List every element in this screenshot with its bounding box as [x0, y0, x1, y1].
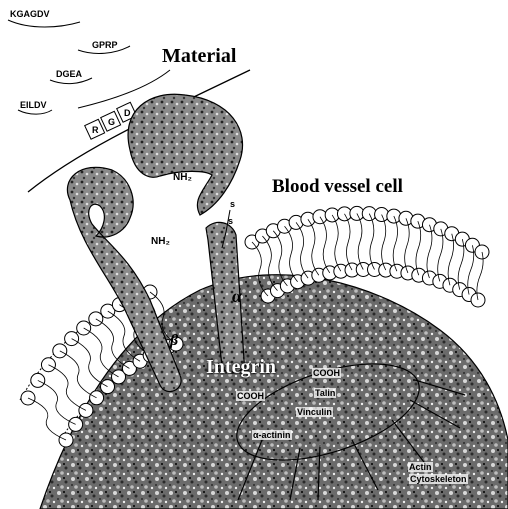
integrin-label: Integrin	[206, 356, 276, 379]
lipid-tail	[285, 226, 298, 281]
lipid-tail	[344, 214, 352, 270]
lipid-tail	[448, 234, 454, 286]
peptide-label: EILDV	[20, 100, 47, 110]
lipid-tail	[458, 239, 464, 289]
lipid-tail	[369, 214, 374, 270]
lipid-tail	[382, 215, 386, 271]
peptide-underline	[18, 110, 52, 114]
lipid-tail	[296, 222, 308, 278]
lipid-tail	[308, 219, 319, 275]
disulfide-s-label: s	[230, 199, 235, 209]
material-label: Material	[162, 45, 236, 68]
disulfide-s-label: s	[228, 216, 233, 226]
rgd-letter: G	[108, 117, 115, 127]
alpha-label: α	[232, 286, 242, 307]
alpha-actinin-label: α-actinin	[252, 430, 292, 440]
cooh-alpha-label: COOH	[312, 368, 341, 378]
lipid-tail	[416, 221, 421, 275]
nh2-alpha-label: NH₂	[172, 172, 193, 183]
lipid-tail	[438, 229, 443, 281]
peptide-label: DGEA	[56, 69, 82, 79]
lipid-tail	[28, 398, 66, 440]
lipid-tail	[332, 215, 341, 271]
lipid-tail	[320, 217, 330, 273]
lipid-tail	[427, 225, 432, 278]
lipid-tail	[357, 213, 363, 269]
rgd-letter: R	[92, 125, 99, 135]
integrin-alpha-subunit	[128, 94, 242, 215]
lipid-tail	[48, 365, 85, 411]
rgd-letter: D	[124, 108, 131, 118]
cytoskeleton-label: Cytoskeleton	[409, 474, 468, 484]
peptide-underline	[8, 20, 80, 27]
talin-label: Talin	[314, 388, 336, 398]
beta-label: β	[170, 332, 178, 350]
cooh-beta-label: COOH	[236, 391, 265, 401]
actin-label: Actin	[408, 462, 433, 472]
lipid-tail	[393, 216, 397, 271]
peptide-label: GPRP	[92, 40, 118, 50]
nh2-beta-label: NH₂	[150, 236, 171, 247]
peptide-label: KGAGDV	[10, 9, 50, 19]
vinculin-label: Vinculin	[296, 407, 333, 417]
lipid-tail	[38, 380, 76, 424]
blood-vessel-cell-label: Blood vessel cell	[272, 176, 403, 198]
lipid-tail	[405, 218, 410, 273]
